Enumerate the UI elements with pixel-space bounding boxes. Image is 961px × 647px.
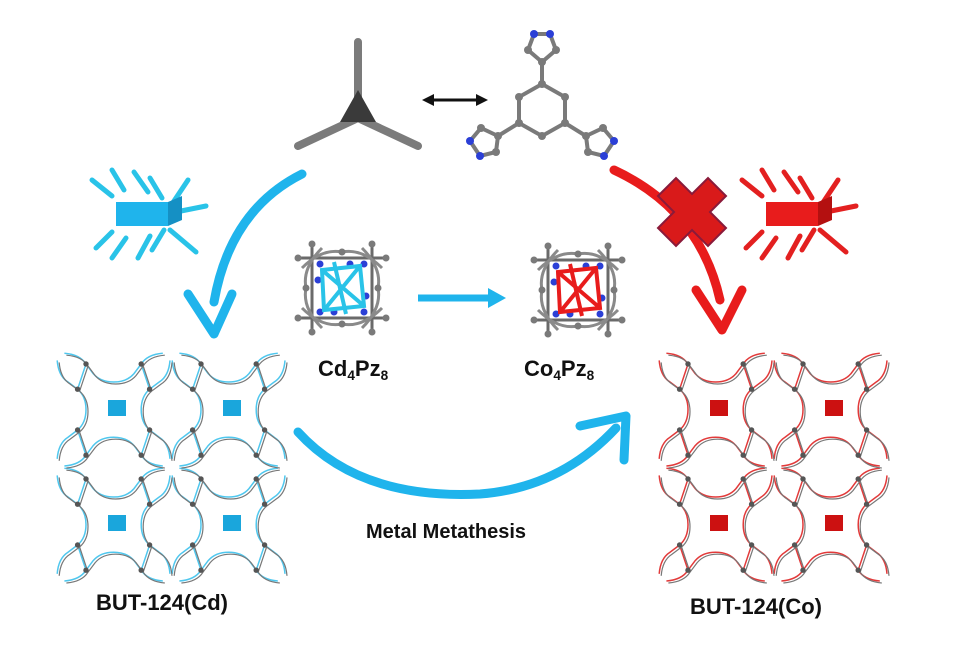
cd4pz8-label-ligand: Pz	[354, 356, 381, 381]
cd4pz8-label-metal: Cd	[318, 356, 348, 381]
but124-co-label: BUT-124(Co)	[690, 594, 823, 619]
eight-connected-node-icon-red	[739, 167, 859, 261]
equivalence-arrow	[422, 94, 488, 106]
metathesis-arrow-short	[418, 288, 506, 308]
cd4pz8-label-ligand-sub: 8	[380, 367, 389, 383]
co4pz8-label-ligand-sub: 8	[586, 367, 595, 383]
eight-connected-node-icon	[89, 167, 209, 261]
metathesis-arrow	[293, 411, 631, 499]
framework-co	[658, 352, 890, 584]
cd4pz8-label-metal-sub: 4	[347, 367, 355, 383]
co4pz8-label: Co4Pz8	[524, 356, 595, 383]
co4pz8-label-metal-sub: 4	[553, 367, 561, 383]
tris-pyrazolyl-benzene-icon	[466, 30, 618, 160]
co4pz8-label-ligand: Pz	[560, 356, 587, 381]
cd4pz8-cluster-icon	[293, 239, 391, 337]
cd4pz8-label: Cd4Pz8	[318, 356, 389, 383]
assembly-arrow-cd	[183, 169, 307, 339]
co4pz8-cluster-icon	[529, 241, 627, 339]
but124-cd-label: BUT-124(Cd)	[96, 590, 229, 615]
trigonal-node-icon	[294, 38, 422, 150]
metal-metathesis-label: Metal Metathesis	[366, 521, 527, 543]
red-cross-icon	[656, 176, 728, 248]
framework-cd	[56, 352, 288, 584]
co4pz8-label-metal: Co	[524, 356, 554, 381]
